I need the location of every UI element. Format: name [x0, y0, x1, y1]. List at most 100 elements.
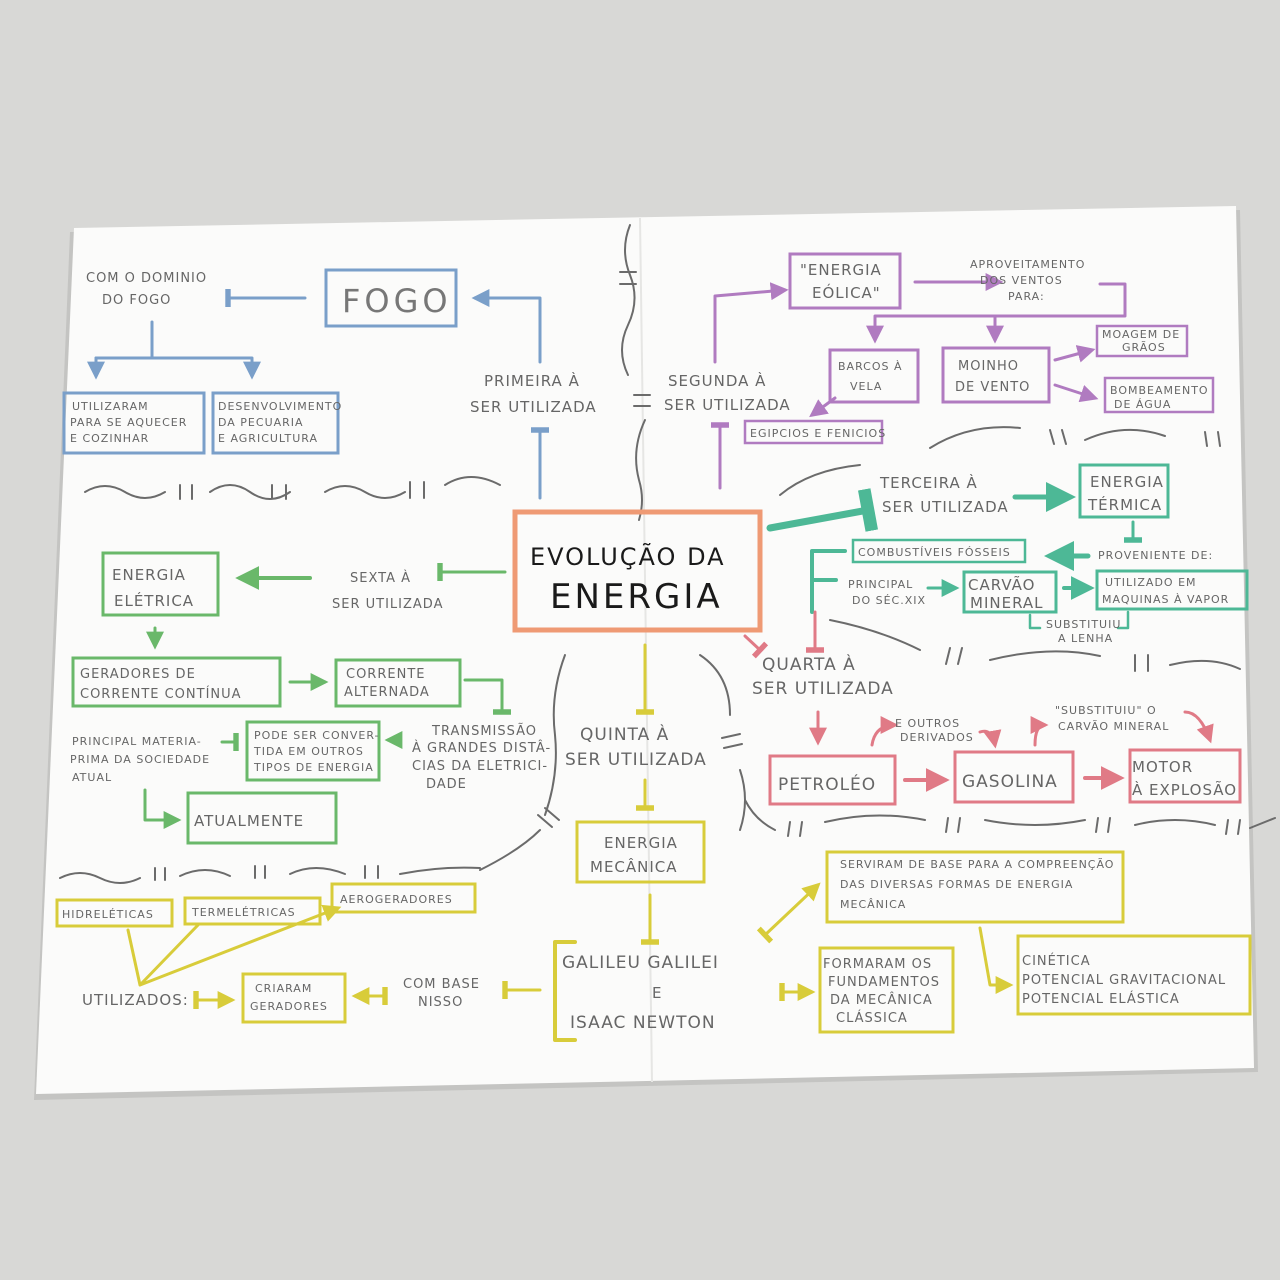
mecanica-base-2: DAS DIVERSAS FORMAS DE ENERGIA [840, 878, 1073, 891]
petroleo-motor-2: À EXPLOSÃO [1132, 780, 1237, 799]
fogo-order-2: SER UTILIZADA [470, 398, 597, 416]
eletrica-conv-3: TIPOS DE ENERGIA [253, 761, 374, 774]
termica-label-1: ENERGIA [1090, 473, 1164, 491]
petroleo-order-1: QUARTA À [762, 653, 856, 675]
eletrica-alternada-1: CORRENTE [346, 667, 425, 682]
eolica-egipcios: EGIPCIOS E FENICIOS [750, 427, 886, 440]
petroleo-derivados-2: DERIVADOS [900, 731, 974, 744]
mecanica-cientista-2: E [652, 984, 662, 1002]
title-node: EVOLUÇÃO DA ENERGIA [512, 509, 763, 633]
eletrica-label-1: ENERGIA [112, 566, 186, 584]
mecanica-base-1: SERVIRAM DE BASE PARA A COMPREENÇÃO [840, 858, 1114, 871]
mecanica-termel: TERMELÉTRICAS [191, 906, 296, 919]
mecanica-label-2: MECÂNICA [590, 857, 678, 876]
eletrica-alternada-2: ALTERNADA [344, 685, 430, 700]
eolica-note-3: PARA: [1008, 290, 1045, 303]
fogo-b1-3: E COZINHAR [70, 432, 149, 445]
fogo-b1-1: UTILIZARAM [72, 400, 149, 413]
mecanica-fund-4: CLÁSSICA [836, 1010, 908, 1026]
fogo-b2-2: DA PECUARIA [218, 416, 304, 429]
eolica-order-2: SER UTILIZADA [664, 396, 791, 414]
termica-maquinas-2: MAQUINAS À VAPOR [1102, 593, 1229, 606]
fogo-b2-3: E AGRICULTURA [218, 432, 318, 445]
mecanica-combase-1: COM BASE [403, 977, 480, 992]
termica-principal-2: DO SÉC.XIX [852, 594, 926, 607]
termica-label-2: TÉRMICA [1087, 495, 1162, 514]
mecanica-cientista-1: GALILEU GALILEI [562, 953, 719, 973]
termica-proveniente: PROVENIENTE DE: [1098, 549, 1213, 562]
eletrica-conv-1: PODE SER CONVER- [254, 729, 380, 742]
mecanica-tipos-2: POTENCIAL GRAVITACIONAL [1022, 973, 1226, 988]
eletrica-trans-4: DADE [426, 777, 467, 792]
eletrica-conv-2: TIDA EM OUTROS [253, 745, 364, 758]
eletrica-trans-2: À GRANDES DISTÂ- [412, 740, 551, 756]
eolica-barcos-1: BARCOS À [838, 360, 903, 373]
mecanica-order-2: SER UTILIZADA [565, 750, 707, 770]
eolica-group: SEGUNDA À SER UTILIZADA "ENERGIA EÓLICA"… [664, 252, 1215, 490]
eolica-bomb-1: BOMBEAMENTO [1110, 384, 1209, 397]
eolica-moinho-2: DE VENTO [955, 380, 1030, 395]
termica-lenha-1: SUBSTITUIU [1046, 618, 1121, 631]
eolica-moinho-1: MOINHO [958, 359, 1019, 374]
termica-lenha-2: A LENHA [1058, 632, 1113, 645]
fogo-label: FOGO [342, 282, 452, 320]
title-line1: EVOLUÇÃO DA [530, 541, 726, 571]
petroleo-substituiu-1: "SUBSTITUIU" O [1055, 704, 1157, 717]
fogo-note-2: DO FOGO [102, 293, 171, 308]
mecanica-fund-2: FUNDAMENTOS [828, 975, 940, 990]
eletrica-label-2: ELÉTRICA [114, 591, 194, 610]
mecanica-fund-3: DA MECÂNICA [830, 992, 933, 1008]
eletrica-geradores-2: CORRENTE CONTÍNUA [80, 686, 242, 702]
eletrica-order-1: SEXTA À [350, 570, 411, 586]
petroleo-order-2: SER UTILIZADA [752, 679, 894, 699]
mecanica-criaram-2: GERADORES [250, 1000, 328, 1013]
eolica-barcos-2: VELA [850, 380, 882, 393]
eletrica-group: SEXTA À SER UTILIZADA ENERGIA ELÉTRICA G… [70, 551, 551, 845]
fogo-b1-2: PARA SE AQUECER [70, 416, 187, 429]
title-line2: ENERGIA [550, 577, 723, 617]
eolica-label-1: "ENERGIA [800, 261, 882, 279]
fogo-note-1: COM O DOMINIO [86, 271, 207, 286]
termica-principal-1: PRINCIPAL [848, 578, 913, 591]
termica-carvao-2: MINERAL [970, 594, 1044, 612]
eolica-note-1: APROVEITAMENTO [970, 258, 1085, 271]
petroleo-substituiu-2: CARVÃO MINERAL [1058, 720, 1169, 733]
pencil-squiggles [59, 224, 746, 884]
mecanica-order-1: QUINTA À [580, 723, 669, 745]
fogo-order-1: PRIMEIRA À [484, 371, 580, 390]
mecanica-tipos-3: POTENCIAL ELÁSTICA [1022, 991, 1180, 1007]
termica-carvao-1: CARVÃO [968, 575, 1035, 594]
eolica-label-2: EÓLICA" [812, 283, 881, 302]
eolica-moagem-1: MOAGEM DE [1102, 328, 1180, 341]
eletrica-trans-3: CIAS DA ELETRICI- [412, 759, 548, 774]
fogo-group: PRIMEIRA À SER UTILIZADA FOGO COM O DOMI… [62, 268, 597, 500]
eolica-note-2: DOS VENTOS [980, 274, 1063, 287]
mecanica-hidre: HIDRELÉTICAS [62, 908, 154, 921]
mecanica-criaram-1: CRIARAM [255, 982, 312, 995]
mecanica-utilizados: UTILIZADOS: [82, 991, 189, 1009]
eolica-order-1: SEGUNDA À [668, 371, 766, 390]
mecanica-fund-1: FORMARAM OS [823, 957, 932, 972]
mecanica-tipos-1: CINÉTICA [1022, 953, 1091, 969]
petroleo-label: PETROLÉO [778, 773, 876, 795]
eolica-moagem-2: GRÃOS [1122, 341, 1166, 354]
fogo-b2-1: DESENVOLVIMENTO [218, 400, 342, 413]
eletrica-geradores-1: GERADORES DE [80, 667, 196, 682]
petroleo-gasolina: GASOLINA [962, 772, 1058, 792]
mecanica-cientista-3: ISAAC NEWTON [570, 1013, 716, 1033]
eletrica-order-2: SER UTILIZADA [332, 597, 443, 612]
termica-order-1: TERCEIRA À [879, 473, 978, 492]
petroleo-motor-1: MOTOR [1132, 758, 1193, 776]
termica-combustiveis: COMBUSTÍVEIS FÓSSEIS [858, 546, 1011, 559]
mecanica-combase-2: NISSO [418, 995, 463, 1010]
mecanica-aero: AEROGERADORES [340, 893, 453, 906]
mecanica-base-3: MECÂNICA [840, 898, 906, 911]
termica-group: TERCEIRA À SER UTILIZADA ENERGIA TÉRMICA… [766, 463, 1249, 645]
termica-maquinas-1: UTILIZADO EM [1105, 576, 1197, 589]
eletrica-atualmente: ATUALMENTE [194, 812, 304, 830]
pencil-squiggles-right [744, 426, 1276, 837]
eletrica-principal-2: PRIMA DA SOCIEDADE [70, 753, 210, 766]
eletrica-trans-1: TRANSMISSÃO [431, 723, 537, 739]
eolica-bomb-2: DE ÁGUA [1114, 398, 1171, 411]
